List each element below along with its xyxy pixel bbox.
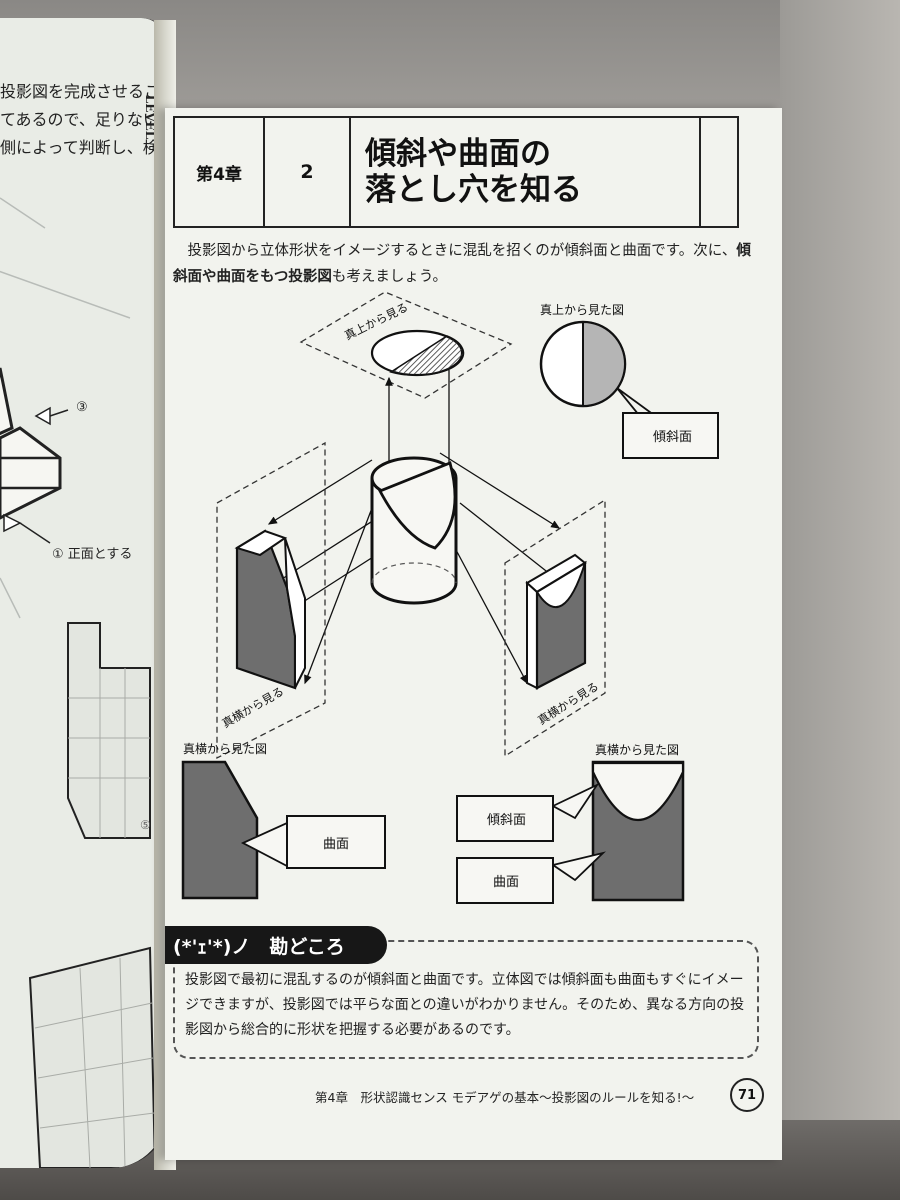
top-view-slope-half (582, 320, 626, 408)
title-line-1: 傾斜や曲面の (365, 136, 551, 172)
tips-title: (*'ｪ'*)ノ 勘どころ (165, 926, 387, 964)
tips-body: 投影図で最初に混乱するのが傾斜面と曲面です。立体図では傾斜面も曲面もすぐにイメー… (185, 972, 745, 1038)
section-title: 傾斜や曲面の 落とし穴を知る (351, 118, 699, 226)
side-view-left-shape (181, 760, 259, 900)
section-number: 2 (265, 118, 351, 226)
left-plane-label: 真横から見る (220, 684, 287, 731)
intro-paragraph: 投影図から立体形状をイメージするときに混乱を招くのが傾斜面と曲面です。次に、傾斜… (173, 238, 763, 290)
intro-emphasis: 傾斜面や曲面をもつ投影図 (173, 243, 751, 285)
top-view-slope-callout (622, 412, 719, 459)
left-page: 投影図を完成させるこ てあるので、足りない 側によって判断し、検 LEVEL ③… (0, 18, 171, 1168)
left-callout-front: ① 正面とする (52, 547, 133, 562)
side-view-right-slope-label: 傾斜面 (487, 813, 526, 828)
tips-box: 投影図で最初に混乱するのが傾斜面と曲面です。立体図では傾斜面も曲面もすぐにイメー… (173, 940, 759, 1059)
left-page-figure (0, 197, 157, 1168)
right-plane-label: 真横から見る (535, 679, 601, 727)
side-view-right-curve-callout (456, 857, 554, 904)
side-view-right-slope-callout (456, 795, 554, 842)
side-view-left-curve-label: 曲面 (323, 837, 349, 852)
top-view-slope-label: 傾斜面 (653, 430, 692, 445)
left-arrow-number: ③ (76, 400, 88, 415)
header-end-cell (699, 118, 737, 226)
section-header: 第4章 2 傾斜や曲面の 落とし穴を知る (173, 116, 739, 228)
top-projection-plane (299, 291, 513, 399)
left-side-number: ⑤ (140, 818, 151, 832)
intro-text-1: 投影図から立体形状をイメージするときに混乱を招くのが傾斜面と曲面です。次に、 (187, 243, 737, 259)
left-page-line-3: 側によって判断し、検 (0, 138, 159, 157)
projection-figure: 真上から見る 真横から見る 真横から見る (181, 291, 719, 904)
right-projection-plane (504, 498, 606, 758)
page-number: 71 (730, 1078, 764, 1112)
top-view-title: 真上から見た図 (540, 303, 624, 317)
side-view-right-title: 真横から見た図 (595, 743, 679, 757)
central-cylinder (370, 456, 458, 605)
side-view-left-title: 真横から見た図 (183, 742, 267, 756)
intro-text-2: も考えましょう。 (331, 269, 448, 285)
left-page-line-1: 投影図を完成させるこ (0, 82, 161, 101)
chapter-label: 第4章 (175, 118, 265, 226)
background-right (780, 0, 900, 1200)
title-line-2: 落とし穴を知る (365, 172, 582, 208)
page-footer: 第4章 形状認識センス モデアゲの基本～投影図のルールを知る!～ (315, 1090, 695, 1105)
left-page-line-2: てあるので、足りない (0, 110, 159, 129)
side-view-left-curve-callout (286, 815, 386, 869)
left-projection-plane (216, 441, 326, 760)
side-view-right-curve-label: 曲面 (493, 875, 519, 890)
top-projected-slope (389, 335, 465, 376)
right-page: 第4章 2 傾斜や曲面の 落とし穴を知る 投影図から立体形状をイメージするときに… (165, 108, 782, 1160)
